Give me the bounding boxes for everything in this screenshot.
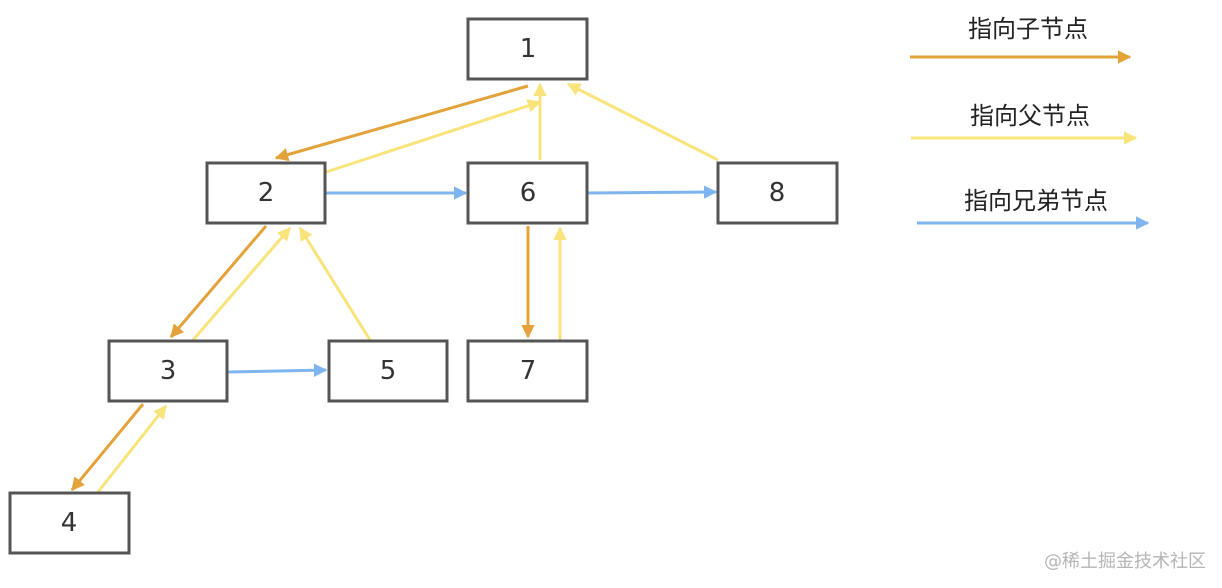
- edge-5-to-2-parent: [298, 226, 372, 341]
- node-label: 7: [520, 356, 537, 386]
- legend-item-child: 指向子节点: [910, 15, 1132, 64]
- edge-2-to-1-parent: [325, 99, 542, 174]
- edge-3-to-2-parent: [191, 226, 292, 341]
- node-label: 2: [258, 178, 275, 208]
- node-label: 3: [160, 356, 177, 386]
- node-box: [466, 161, 589, 225]
- node-box: [716, 161, 839, 225]
- node-4: 4: [8, 491, 131, 555]
- node-box: [327, 339, 449, 403]
- node-label: 4: [61, 508, 78, 538]
- edge-8-to-1-parent: [566, 82, 719, 162]
- edges: [70, 82, 719, 493]
- watermark: @稀土掘金技术社区: [1044, 551, 1206, 572]
- edge-1-to-2-child: [274, 84, 529, 162]
- node-box: [8, 491, 131, 555]
- node-box: [466, 339, 589, 403]
- node-6: 6: [466, 161, 589, 225]
- node-box: [466, 17, 589, 81]
- legend-label-parent: 指向父节点: [970, 102, 1090, 130]
- node-3: 3: [107, 339, 229, 403]
- edge-4-to-3-parent: [96, 404, 168, 493]
- node-8: 8: [716, 161, 839, 225]
- node-label: 5: [380, 356, 397, 386]
- edge-6-to-8-sibling: [587, 185, 718, 199]
- edge-2-to-3-child: [169, 225, 268, 339]
- edge-3-to-4-child: [70, 403, 145, 492]
- node-label: 1: [520, 34, 537, 64]
- legend-item-sibling: 指向兄弟节点: [917, 187, 1150, 230]
- node-1: 1: [466, 17, 589, 81]
- legend: 指向子节点 指向父节点 指向兄弟节点: [910, 15, 1150, 230]
- legend-label-sibling: 指向兄弟节点: [964, 187, 1108, 215]
- node-box: [205, 161, 327, 225]
- legend-label-child: 指向子节点: [968, 15, 1088, 43]
- node-2: 2: [205, 161, 327, 225]
- node-label: 6: [520, 178, 537, 208]
- node-box: [107, 339, 229, 403]
- node-5: 5: [327, 339, 449, 403]
- node-label: 8: [769, 178, 786, 208]
- edge-3-to-5-sibling: [227, 363, 328, 377]
- legend-item-parent: 指向父节点: [911, 102, 1138, 145]
- node-7: 7: [466, 339, 589, 403]
